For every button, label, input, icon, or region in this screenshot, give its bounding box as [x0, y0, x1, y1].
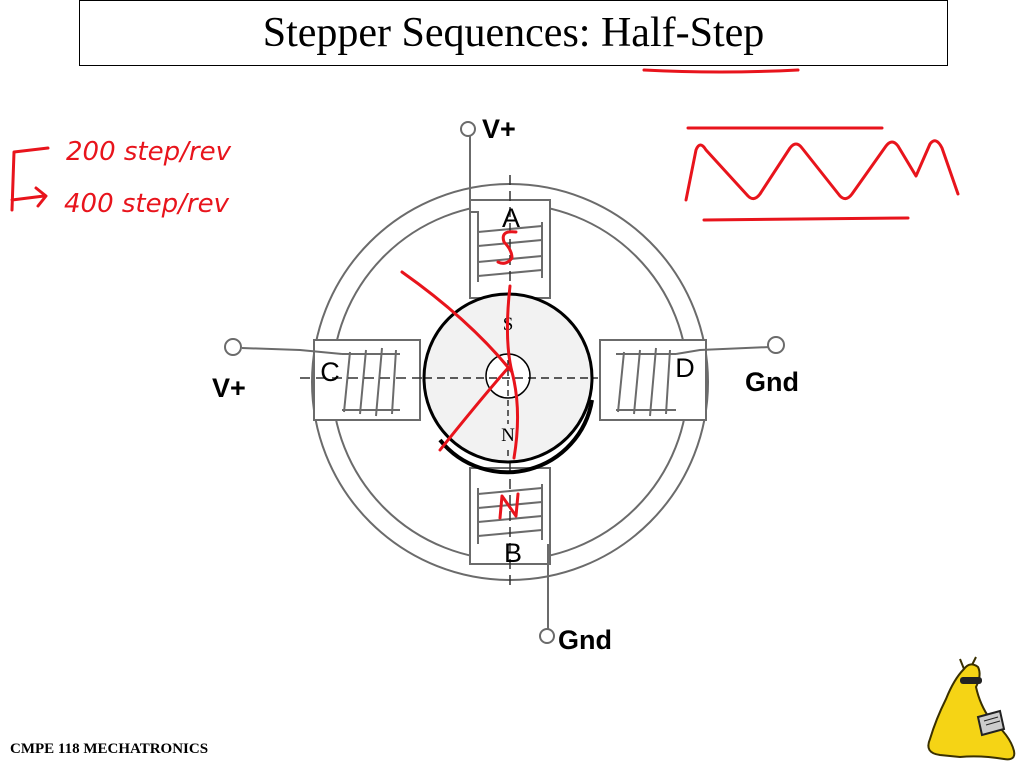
terminals	[224, 121, 785, 644]
coil-d-label: D	[675, 353, 695, 383]
coil-a-label: A	[502, 203, 520, 233]
terminal-right-icon	[767, 336, 785, 354]
terminal-bottom-label: Gnd	[558, 625, 612, 655]
coil-c-label: C	[320, 357, 340, 387]
rotor-angle-line-2	[438, 366, 510, 452]
banana-slug-mascot-icon	[927, 656, 1016, 761]
pole-top-s-stroke	[496, 230, 518, 265]
lead-wires	[241, 136, 771, 634]
rotor-axis-stroke	[505, 284, 520, 460]
footer-course-name: CMPE 118 MECHATRONICS	[10, 741, 209, 757]
pole-bottom-n-stroke	[498, 492, 520, 520]
rotor-north-label: N	[501, 425, 515, 446]
rotor-angle-line-1	[400, 270, 514, 374]
terminal-top-icon	[460, 121, 476, 137]
rotor-shadow-arc	[438, 399, 594, 475]
note-bracket-stroke	[10, 146, 50, 212]
coil-b-label: B	[504, 538, 522, 568]
waveform-stroke	[684, 139, 960, 202]
terminal-bottom-icon	[539, 628, 555, 644]
title-part-2: Half-Step	[600, 10, 765, 56]
title-underline-stroke	[642, 68, 800, 74]
waveform-bottom-line	[702, 216, 910, 222]
terminal-right-label: Gnd	[745, 367, 799, 397]
wire-top	[469, 136, 479, 226]
note-line-2: 400 step/rev	[64, 189, 230, 219]
handwritten-annotations	[10, 68, 960, 520]
coil-d-winding	[616, 347, 676, 417]
terminal-left-label: V+	[212, 373, 246, 403]
coil-c-winding	[342, 347, 400, 417]
note-line-1: 200 step/rev	[66, 137, 232, 167]
slide-title: Stepper Sequences: Half-Step	[263, 9, 765, 57]
terminal-left-icon	[224, 338, 242, 356]
title-box: Stepper Sequences: Half-Step	[79, 0, 948, 66]
terminal-top-label: V+	[482, 114, 516, 144]
wire-left	[241, 347, 343, 355]
title-part-1: Stepper Sequences:	[262, 10, 601, 56]
wire-right	[675, 346, 771, 355]
